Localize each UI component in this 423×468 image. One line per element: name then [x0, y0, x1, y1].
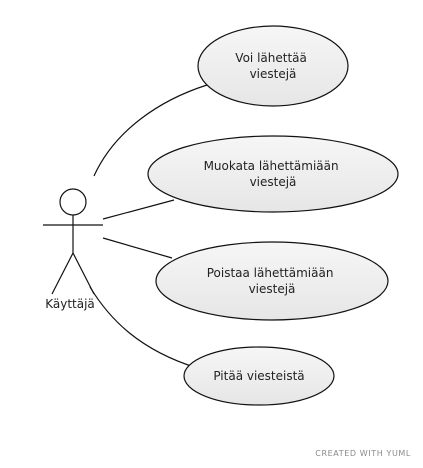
- use-case-label-line: viestejä: [250, 67, 297, 81]
- use-case-label: Muokata lähettämiään viestejä: [204, 159, 343, 189]
- use-case-uc3[interactable]: Poistaa lähettämiään viestejä: [155, 241, 389, 321]
- association-line-uc2: [102, 199, 175, 220]
- footer-watermark: CREATED WITH YUML: [315, 449, 411, 458]
- use-case-label-line: viestejä: [249, 282, 296, 296]
- association-line-uc4: [89, 286, 198, 369]
- use-case-uc4[interactable]: Pitää viesteistä: [183, 346, 335, 406]
- use-case-label: Poistaa lähettämiään viestejä: [207, 266, 338, 296]
- use-case-ellipse: [147, 135, 399, 213]
- use-case-ellipse: [183, 346, 335, 406]
- association-line-uc1: [93, 84, 208, 177]
- use-case-uc2[interactable]: Muokata lähettämiään viestejä: [147, 135, 399, 213]
- use-case-label: Voi lähettää viestejä: [235, 51, 310, 81]
- use-case-ellipse: [155, 241, 389, 321]
- actor-head: [59, 188, 87, 216]
- use-case-label-line: viestejä: [250, 175, 297, 189]
- actor-label: Käyttäjä: [45, 297, 95, 311]
- actor-leg-left: [51, 252, 74, 295]
- associations: [89, 84, 208, 369]
- use-case-label-line: Muokata lähettämiään: [204, 159, 339, 173]
- actor-leg-right: [72, 252, 95, 295]
- association-line-uc3: [102, 237, 173, 259]
- use-case-ellipse: [197, 25, 349, 107]
- use-case-label-line: Poistaa lähettämiään: [207, 266, 334, 280]
- use-case-uc1[interactable]: Voi lähettää viestejä: [197, 25, 349, 107]
- use-case-label-line: Pitää viesteistä: [213, 369, 304, 383]
- actor[interactable]: [43, 188, 103, 295]
- use-case-label-line: Voi lähettää: [235, 51, 307, 65]
- use-case-label: Pitää viesteistä: [213, 369, 304, 383]
